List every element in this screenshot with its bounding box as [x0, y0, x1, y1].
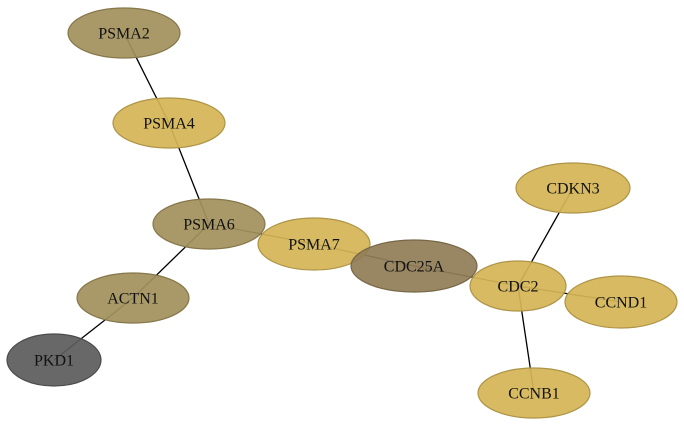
node-label: CDKN3 — [546, 181, 599, 198]
node-shape — [112, 97, 226, 149]
node-ccnd1[interactable]: CCND1 — [564, 275, 678, 329]
node-label: CDC2 — [498, 279, 539, 296]
node-shape — [515, 162, 631, 214]
node-shape — [152, 198, 266, 250]
node-ccnb1[interactable]: CCNB1 — [477, 367, 591, 419]
node-psma4[interactable]: PSMA4 — [112, 97, 226, 149]
node-cdc2[interactable]: CDC2 — [469, 260, 567, 312]
node-label: PKD1 — [34, 353, 74, 370]
node-shape — [477, 367, 591, 419]
node-shape — [6, 333, 102, 387]
node-pkd1[interactable]: PKD1 — [6, 333, 102, 387]
node-shape — [350, 239, 478, 293]
node-psma7[interactable]: PSMA7 — [257, 217, 371, 271]
node-psma2[interactable]: PSMA2 — [67, 7, 181, 59]
node-label: PSMA7 — [288, 237, 340, 254]
node-label: PSMA2 — [98, 26, 150, 43]
node-label: CCNB1 — [508, 386, 560, 403]
node-label: ACTN1 — [107, 291, 159, 308]
node-cdkn3[interactable]: CDKN3 — [515, 162, 631, 214]
node-label: PSMA6 — [183, 217, 235, 234]
node-shape — [257, 217, 371, 271]
node-shape — [564, 275, 678, 329]
nodes-layer: PSMA2PSMA4PSMA6ACTN1PKD1PSMA7CDC25ACDC2C… — [6, 7, 678, 419]
node-shape — [469, 260, 567, 312]
node-label: CDC25A — [384, 259, 445, 276]
node-label: PSMA4 — [143, 116, 195, 133]
node-shape — [76, 272, 190, 324]
node-actn1[interactable]: ACTN1 — [76, 272, 190, 324]
node-cdc25a[interactable]: CDC25A — [350, 239, 478, 293]
edges-layer — [53, 32, 622, 394]
node-psma6[interactable]: PSMA6 — [152, 198, 266, 250]
node-label: CCND1 — [595, 295, 647, 312]
node-shape — [67, 7, 181, 59]
